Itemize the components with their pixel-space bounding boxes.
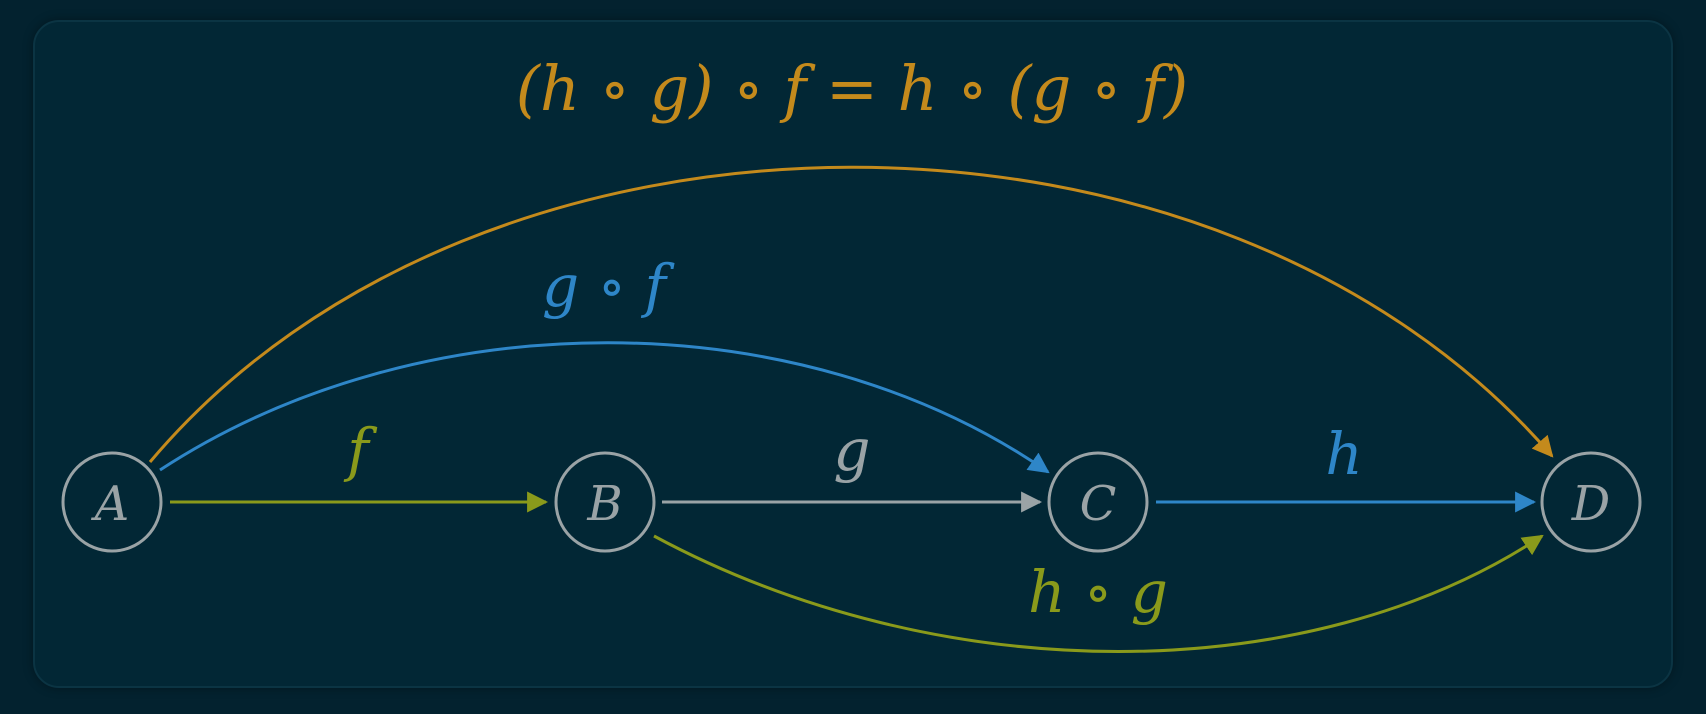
arrow-gf-A-C — [159, 341, 1050, 474]
node-D-label: D — [1571, 476, 1610, 532]
node-A: A — [61, 451, 163, 553]
node-D: D — [1540, 451, 1642, 553]
associativity-equation: (h ∘ g) ∘ f = h ∘ (g ∘ f) — [516, 52, 1189, 125]
node-C-label: C — [1080, 476, 1117, 532]
node-B: B — [554, 451, 656, 553]
diagram-panel — [33, 20, 1673, 688]
arrow-hg-label: h ∘ g — [1028, 558, 1168, 626]
arrow-f-label: f — [343, 416, 378, 484]
arrow-g-label: g — [833, 416, 870, 484]
arrow-composite-A-D — [148, 165, 1554, 463]
node-C: C — [1047, 451, 1149, 553]
arrow-h-label: h — [1325, 420, 1362, 488]
node-B-label: B — [586, 476, 622, 532]
arrow-hg-B-D — [653, 534, 1544, 653]
arrow-gf-label: g ∘ f — [542, 252, 675, 320]
node-A-label: A — [91, 476, 130, 532]
